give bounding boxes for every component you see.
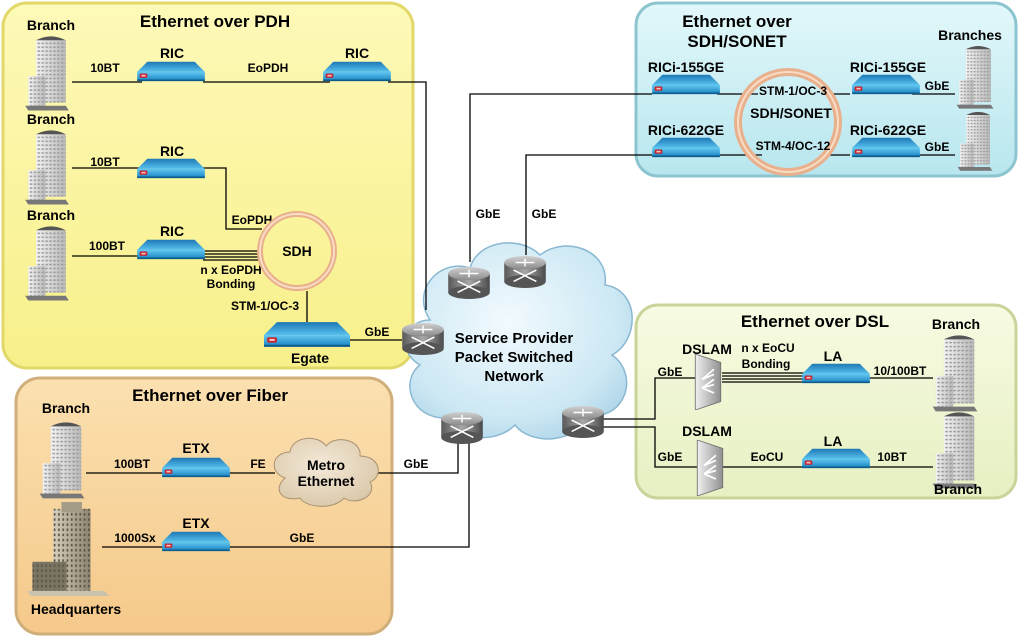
dsl-dslam-label-1: DSLAM — [682, 341, 732, 357]
pdh-egate-label: Egate — [291, 350, 329, 366]
pdh-link-10bt-2: 10BT — [90, 155, 120, 169]
sdh-link-gbe-2: GbE — [925, 140, 950, 154]
fiber-link-100bt: 100BT — [114, 457, 151, 471]
dsl-link-10bt: 10BT — [877, 450, 907, 464]
pdh-link-eopdh-2: EoPDH — [232, 213, 273, 227]
pdh-link-stm1: STM-1/OC-3 — [231, 299, 299, 313]
fiber-branch-label: Branch — [42, 400, 90, 416]
core-label-line1: Service Provider — [455, 330, 574, 347]
fiber-title: Ethernet over Fiber — [132, 386, 288, 405]
dslam-icon — [696, 440, 724, 496]
dsl-dslam-label-2: DSLAM — [682, 423, 732, 439]
pdh-ric-label-3: RIC — [160, 143, 184, 159]
sdh-device-label-1: RICi-155GE — [648, 59, 724, 75]
sdh-ring-mid: SDH/SONET — [750, 105, 832, 121]
metro-ethernet-cloud — [273, 437, 379, 507]
dsl-branch-label-1: Branch — [932, 316, 980, 332]
sdh-device-label-3: RICi-155GE — [850, 59, 926, 75]
metro-label-line2: Ethernet — [298, 473, 355, 489]
etx-device-icon — [162, 531, 230, 552]
core-uplink-gbe-2: GbE — [532, 207, 557, 221]
fiber-hq-label: Headquarters — [31, 601, 121, 617]
sdh-ring-highlight — [259, 213, 335, 289]
dsl-la-label-1: LA — [824, 348, 843, 364]
dsl-branch-label-2: Branch — [934, 481, 982, 497]
pdh-bonding-line2: Bonding — [207, 277, 256, 291]
dsl-link-eocu: EoCU — [751, 450, 784, 464]
sdh-device-label-4: RICi-622GE — [850, 122, 926, 138]
rici-device-icon — [852, 137, 920, 158]
pdh-link-100bt: 100BT — [89, 239, 126, 253]
router-icon — [504, 255, 546, 289]
ric-device-icon — [137, 61, 205, 82]
pdh-link-eopdh-1: EoPDH — [248, 61, 289, 75]
fiber-link-1000sx: 1000Sx — [114, 531, 156, 545]
sdh-title-line1: Ethernet over — [682, 12, 792, 31]
pdh-branch-label-2: Branch — [27, 111, 75, 127]
panel-dsl — [634, 303, 1018, 500]
rici-device-icon — [652, 74, 720, 95]
la-device-icon — [802, 448, 870, 469]
dsl-bonding-line1: n x EoCU — [741, 341, 794, 355]
dsl-la-label-2: LA — [824, 433, 843, 449]
dsl-link-gbe-1: GbE — [658, 365, 683, 379]
core-label-line3: Network — [484, 368, 544, 385]
core-label-line2: Packet Switched — [455, 349, 573, 366]
rici-device-icon — [852, 74, 920, 95]
pdh-branch-label-1: Branch — [27, 17, 75, 33]
metro-label-line1: Metro — [307, 457, 345, 473]
dslam-icon — [694, 354, 722, 410]
router-icon — [441, 411, 483, 445]
ric-device-icon — [323, 61, 391, 82]
dsl-link-10-100bt: 10/100BT — [874, 364, 927, 378]
ric-device-icon — [137, 239, 205, 260]
sdh-ring-top: STM-1/OC-3 — [759, 84, 827, 98]
ric-device-icon — [137, 158, 205, 179]
pdh-ring-label: SDH — [282, 243, 312, 259]
sdh-device-label-2: RICi-622GE — [648, 122, 724, 138]
fiber-link-gbe-metro: GbE — [404, 457, 429, 471]
pdh-ric-label-4: RIC — [160, 223, 184, 239]
sdh-title-line2: SDH/SONET — [687, 32, 787, 51]
sdh-link-gbe-1: GbE — [925, 79, 950, 93]
la-device-icon — [802, 363, 870, 384]
egate-device-icon — [264, 322, 350, 347]
etx-device-icon — [162, 457, 230, 478]
fiber-link-gbe: GbE — [290, 531, 315, 545]
dsl-link-gbe-2: GbE — [658, 450, 683, 464]
rici-device-icon — [652, 137, 720, 158]
pdh-title: Ethernet over PDH — [140, 12, 290, 31]
router-icon — [562, 405, 604, 439]
sdh-branches-label: Branches — [938, 27, 1002, 43]
fiber-link-fe: FE — [250, 457, 265, 471]
router-icon — [448, 266, 490, 300]
fiber-etx-label-1: ETX — [182, 440, 210, 456]
pdh-link-10bt-1: 10BT — [90, 61, 120, 75]
pdh-ric-label-1: RIC — [160, 45, 184, 61]
pdh-link-gbe: GbE — [365, 325, 390, 339]
pdh-branch-label-3: Branch — [27, 207, 75, 223]
router-icon — [402, 322, 444, 356]
sdh-sonet-ring-highlight — [737, 71, 839, 173]
panel-pdh — [1, 1, 415, 370]
dsl-bonding-line2: Bonding — [742, 357, 791, 371]
dsl-title: Ethernet over DSL — [741, 312, 889, 331]
core-uplink-gbe-1: GbE — [476, 207, 501, 221]
sdh-ring-bottom: STM-4/OC-12 — [756, 139, 831, 153]
fiber-etx-label-2: ETX — [182, 515, 210, 531]
pdh-bonding-line1: n x EoPDH — [200, 263, 261, 277]
pdh-ric-label-2: RIC — [345, 45, 369, 61]
